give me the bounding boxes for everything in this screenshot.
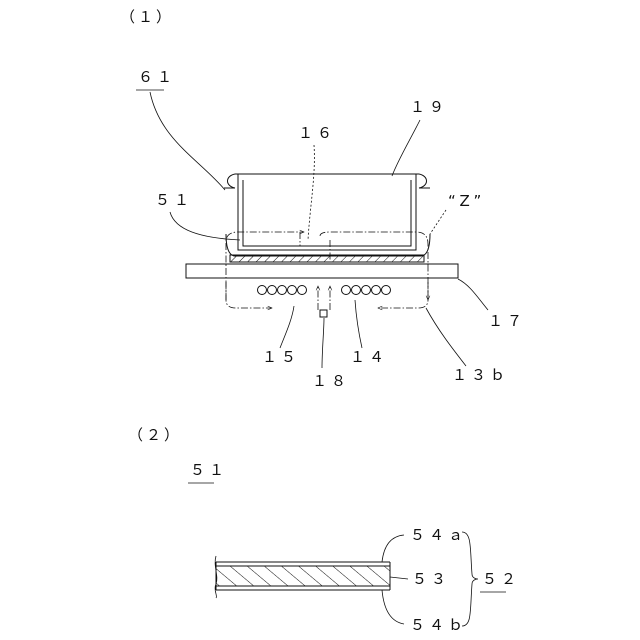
- label-15: １５: [262, 348, 300, 366]
- leader-z: [430, 210, 446, 234]
- leader-53: [390, 577, 408, 579]
- leader-14: [355, 300, 362, 348]
- pot-handle-right: [419, 174, 430, 188]
- flow-left-lower: [226, 282, 272, 308]
- leader-61: [150, 92, 225, 190]
- label-14: １４: [350, 348, 388, 366]
- label-17: １７: [488, 312, 526, 330]
- plate-51-outline: [226, 234, 430, 256]
- leader-15: [280, 306, 294, 348]
- leader-13b: [426, 308, 466, 366]
- label-18: １８: [312, 372, 350, 390]
- layer-53: [216, 566, 390, 586]
- label-13b: １３ｂ: [452, 366, 509, 384]
- pot: [224, 174, 430, 250]
- brace-52: [462, 532, 478, 626]
- label-61: ６１: [138, 68, 176, 86]
- leader-19: [392, 120, 420, 176]
- leader-17: [458, 279, 488, 310]
- label-52: ５２: [482, 570, 520, 588]
- label-16: １６: [298, 124, 336, 142]
- label-53: ５３: [412, 570, 450, 588]
- label-51: ５１: [155, 191, 193, 209]
- label-54a: ５４ａ: [410, 526, 467, 544]
- top-plate-17: [186, 264, 458, 278]
- pot-handle-left: [224, 174, 235, 188]
- label-19: １９: [410, 98, 448, 116]
- sensor-18: [320, 310, 327, 317]
- panel-label-2: （２）: [128, 426, 182, 444]
- leader-54a: [382, 535, 404, 562]
- leader-51: [170, 212, 240, 240]
- coil-14: [342, 286, 391, 295]
- coil-15: [258, 286, 307, 295]
- label-z: “Z”: [448, 192, 485, 210]
- leader-16: [308, 145, 314, 240]
- label-54b: ５４ｂ: [410, 616, 467, 634]
- label-51-lower: ５１: [190, 461, 228, 479]
- leader-54b: [382, 590, 404, 624]
- pot-body: [235, 174, 419, 250]
- leader-18: [322, 318, 324, 368]
- plate-51-hatched-layer: [230, 255, 424, 262]
- panel-label-1: （１）: [120, 8, 174, 26]
- layered-plate-cross-section: [215, 556, 390, 598]
